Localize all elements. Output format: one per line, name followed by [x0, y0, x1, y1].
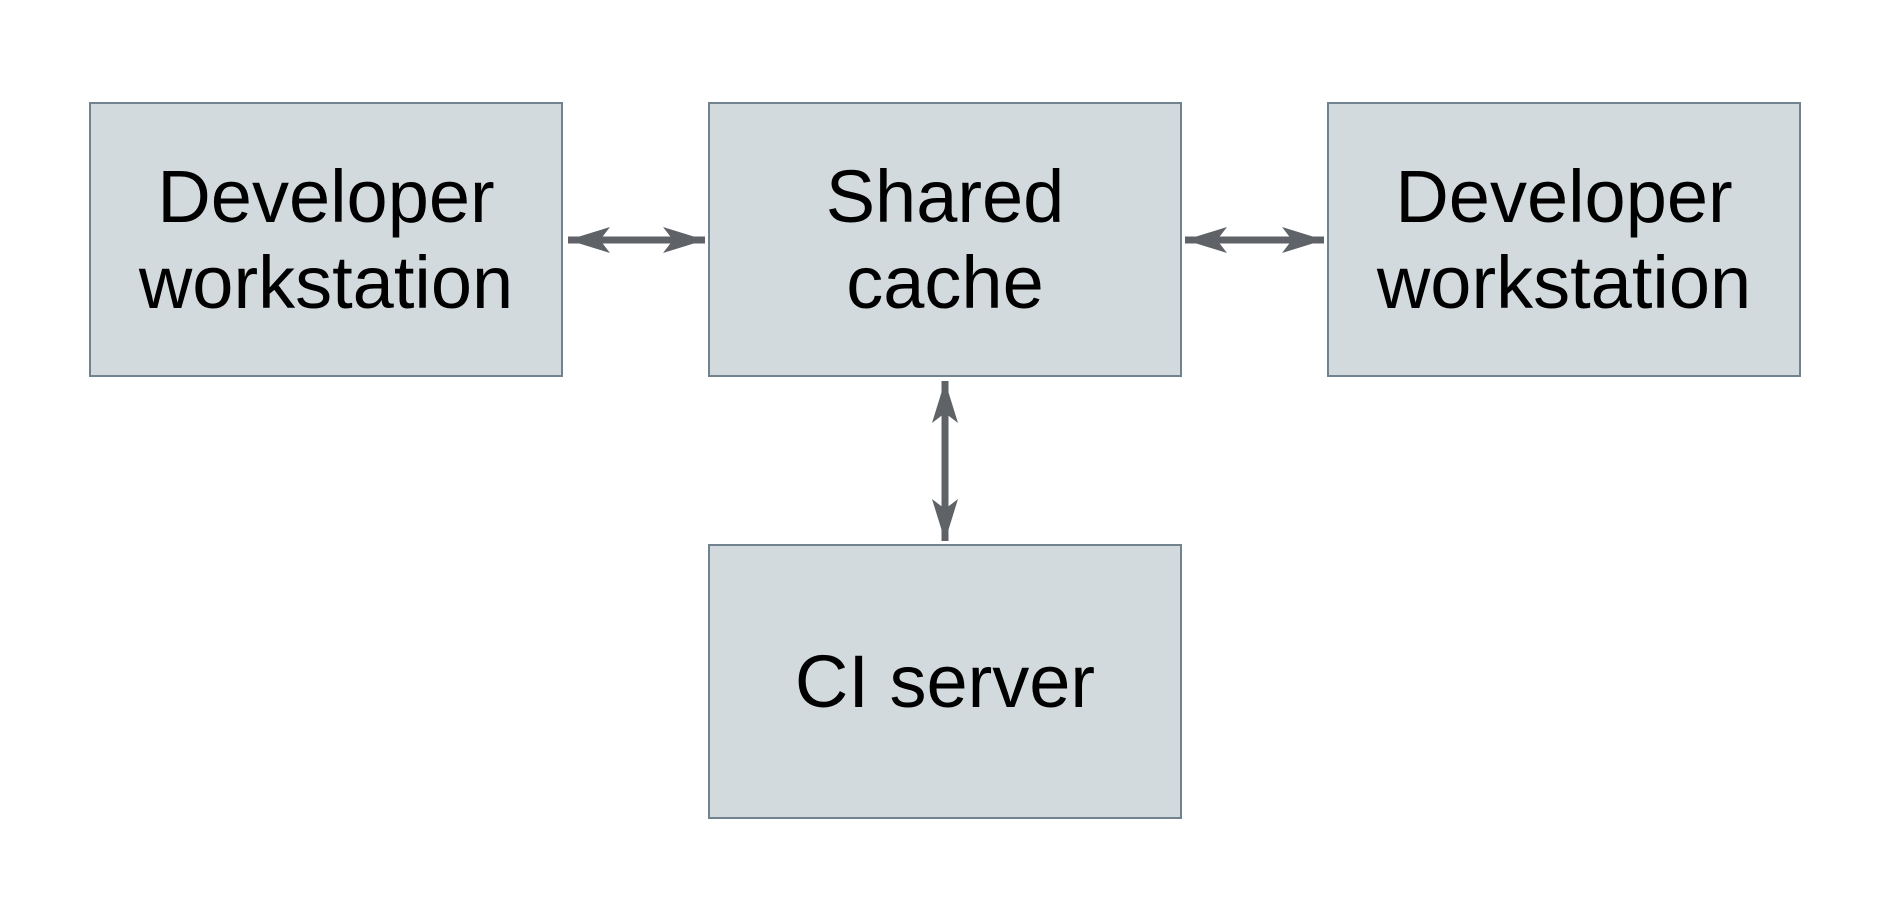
node-label-line: workstation — [138, 240, 514, 324]
node-developer-workstation-right: Developer workstation — [1327, 102, 1801, 377]
node-label-line: cache — [846, 240, 1044, 324]
node-label-line: CI server — [794, 639, 1096, 723]
node-label-line: workstation — [1376, 240, 1752, 324]
node-label-line: Shared — [825, 154, 1065, 238]
node-developer-workstation-left: Developer workstation — [89, 102, 563, 377]
node-label-line: Developer — [1395, 154, 1733, 238]
node-ci-server: CI server — [708, 544, 1182, 819]
node-label-line: Developer — [157, 154, 495, 238]
node-shared-cache: Shared cache — [708, 102, 1182, 377]
